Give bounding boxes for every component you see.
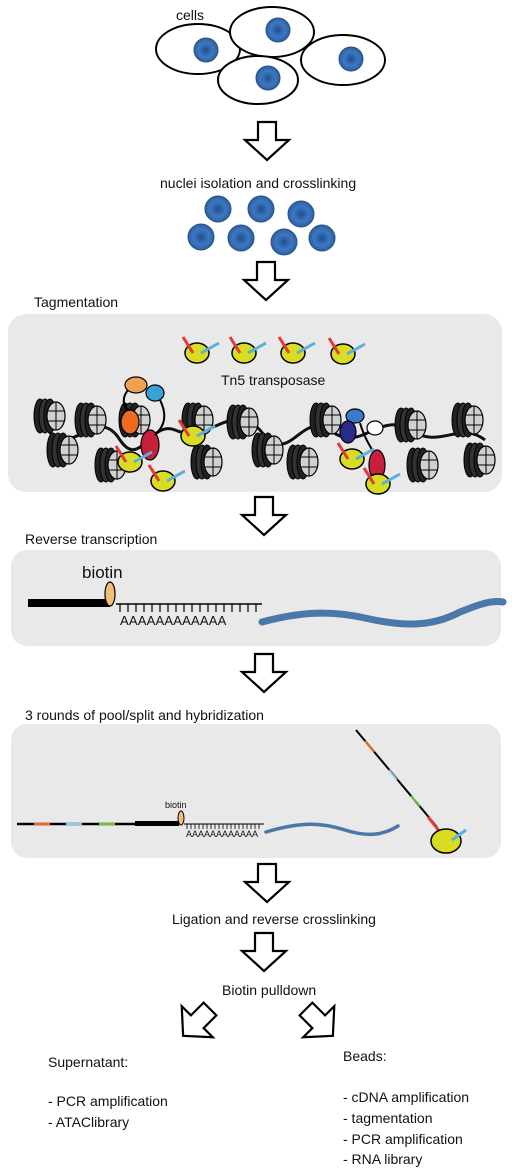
nucleosome-icon	[394, 407, 427, 443]
cell-nucleus	[265, 17, 291, 43]
reverse-transcription-label: Reverse transcription	[25, 531, 157, 547]
beads-title: Beads:	[343, 1048, 387, 1064]
pool-split-label: 3 rounds of pool/split and hybridization	[25, 707, 264, 723]
nucleosome-icon	[46, 432, 79, 468]
nucleosome-icon	[463, 442, 496, 478]
tagmentation-panel	[8, 314, 502, 492]
nucleus	[287, 200, 315, 228]
nucleus	[187, 223, 215, 251]
down-arrow-icon	[240, 652, 288, 694]
mrna-strand	[258, 598, 507, 628]
left-diagonal-arrow-icon	[180, 1001, 218, 1039]
beads-item: - PCR amplification	[343, 1131, 463, 1147]
nucleosome-icon	[406, 447, 439, 483]
nucleosome-icon	[286, 444, 319, 480]
nucleosome-icon	[309, 402, 342, 438]
cells-label: cells	[176, 7, 204, 23]
down-arrow-icon	[242, 260, 290, 302]
biotin-pulldown-label: Biotin pulldown	[222, 982, 316, 998]
chromatin-group	[33, 398, 496, 483]
oligo-dt-ticks	[119, 604, 257, 612]
nucleosome-icon	[451, 402, 484, 438]
nucleus	[204, 195, 232, 223]
nuclei-group	[187, 195, 336, 256]
down-arrow-icon	[243, 862, 291, 904]
cell-nucleus	[255, 65, 281, 91]
beads-item: - tagmentation	[343, 1110, 433, 1126]
nuclei-isolation-label: nuclei isolation and crosslinking	[160, 175, 356, 191]
cell-nucleus	[338, 46, 364, 72]
supernatant-title: Supernatant:	[48, 1054, 128, 1070]
protein-complex-right	[339, 408, 386, 481]
biotin-bead-icon	[177, 810, 185, 826]
protein-complex-left	[120, 376, 166, 461]
nucleosome-icon	[33, 398, 66, 434]
poly-a-small-label: AAAAAAAAAAAA	[186, 829, 258, 839]
right-diagonal-arrow-icon	[298, 1001, 336, 1039]
cell-nucleus	[193, 37, 219, 63]
nucleus	[270, 228, 298, 256]
primer-bar	[28, 599, 110, 607]
biotin-label: biotin	[82, 563, 123, 582]
ligation-label: Ligation and reverse crosslinking	[172, 911, 376, 927]
barcoded-cdna: biotin AAAAAAAAAAAA	[17, 800, 400, 839]
nucleosome-icon	[226, 404, 259, 440]
cells-group	[155, 6, 386, 105]
tn5-barcoded-adapter	[355, 729, 467, 854]
beads-item: - cDNA amplification	[343, 1089, 469, 1105]
poly-a-label: AAAAAAAAAAAA	[120, 613, 227, 628]
tn5-label: Tn5 transposase	[221, 372, 325, 388]
supernatant-item: - PCR amplification	[48, 1093, 168, 1109]
down-arrow-icon	[240, 495, 288, 537]
nucleosome-icon	[74, 402, 107, 438]
nucleus	[227, 224, 255, 252]
tagmentation-label: Tagmentation	[34, 294, 118, 310]
biotin-small-label: biotin	[165, 800, 187, 810]
beads-item: - RNA library	[343, 1151, 422, 1167]
down-arrow-icon	[240, 931, 288, 973]
nucleus	[308, 224, 336, 252]
nucleosome-icon	[251, 432, 284, 468]
nucleosome-icon	[190, 444, 223, 480]
supernatant-item: - ATAClibrary	[48, 1114, 129, 1130]
down-arrow-icon	[243, 120, 291, 162]
nucleus	[247, 195, 275, 223]
biotin-bead-icon	[104, 581, 116, 607]
